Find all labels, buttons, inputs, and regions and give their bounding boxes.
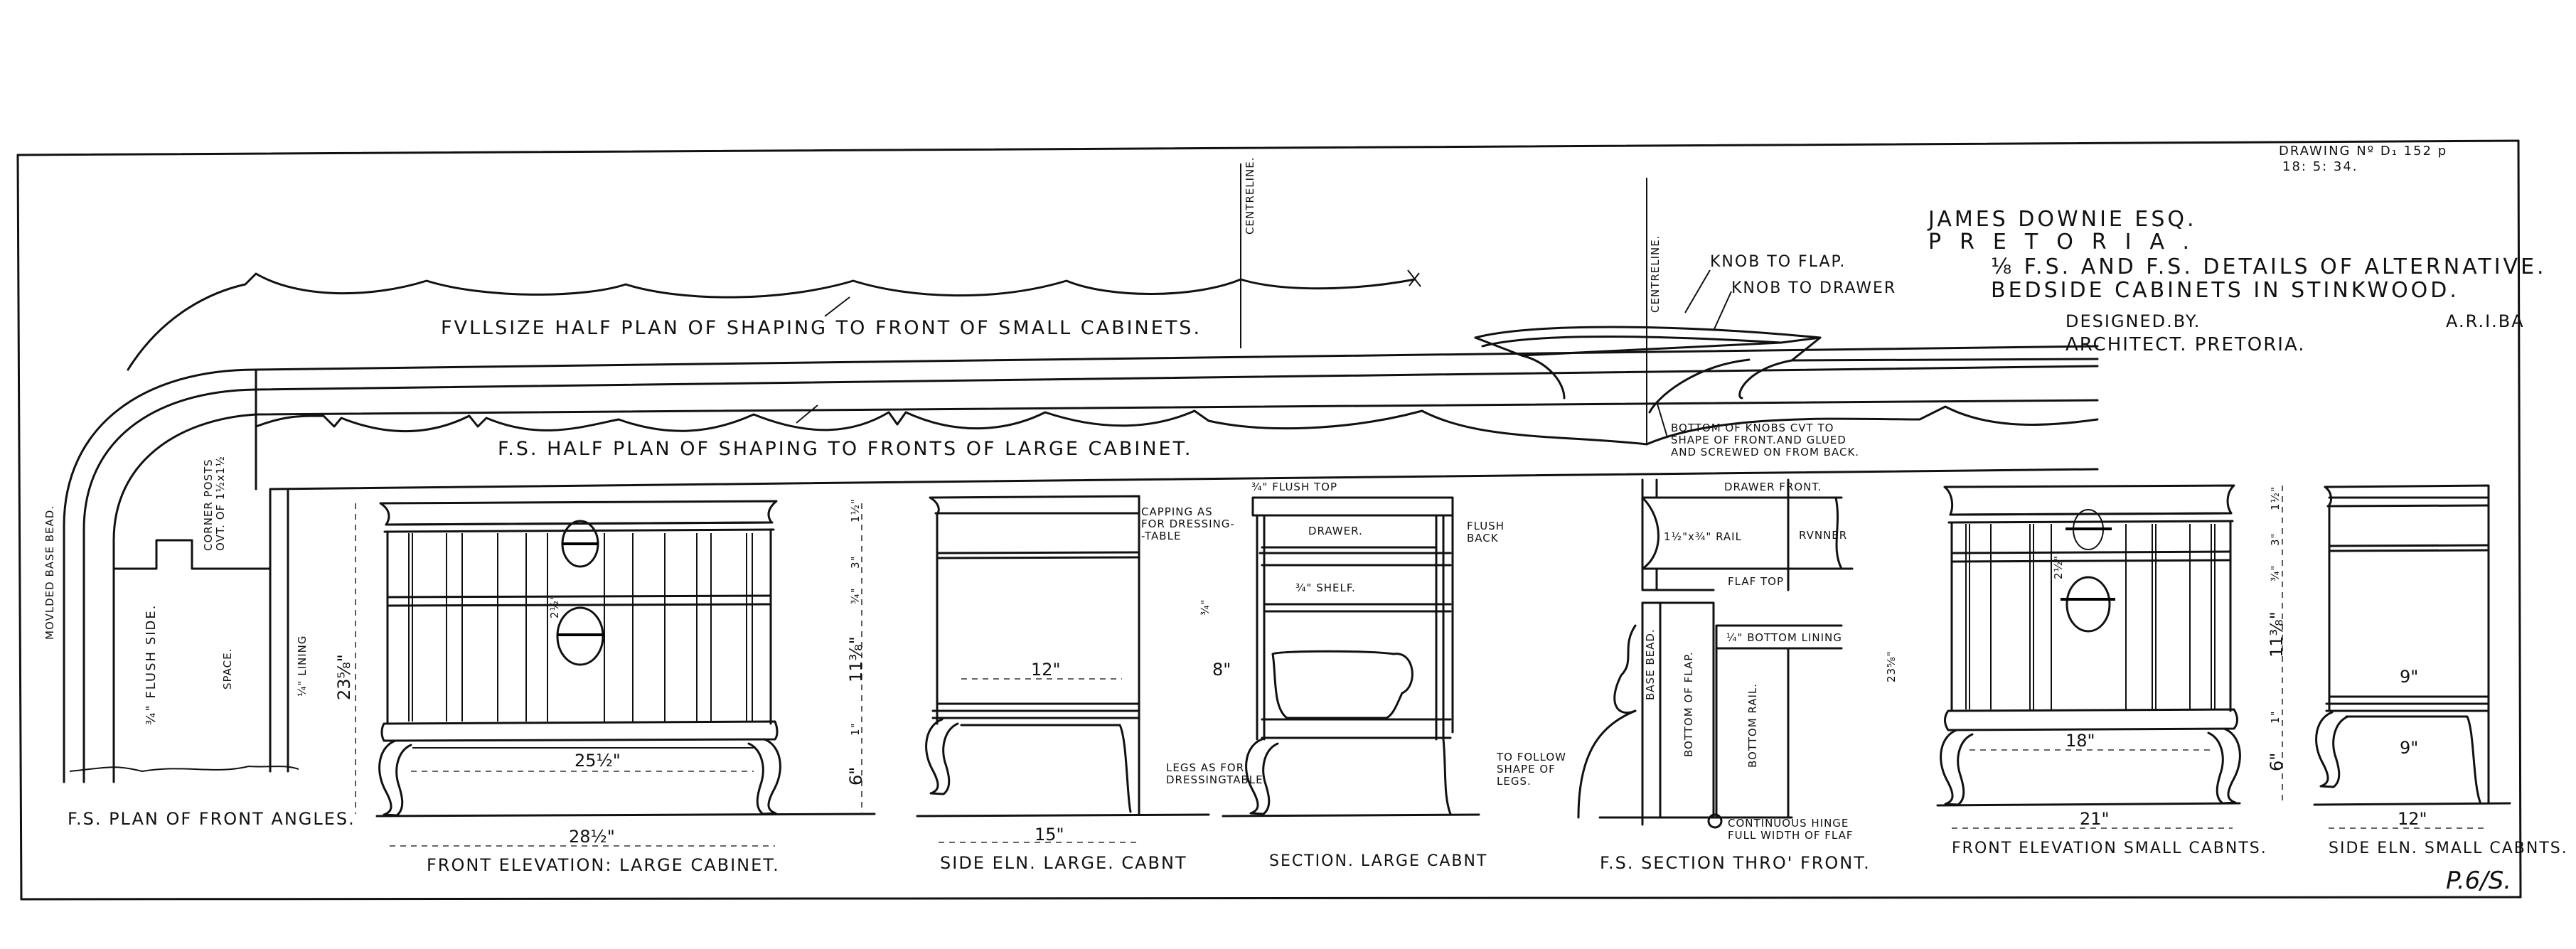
knob-to-drawer-label: KNOB TO DRAWER [1731, 279, 1896, 297]
flush-back-label: BACK [1467, 532, 1499, 545]
flush-side-label: ¾" FLUSH SIDE. [144, 604, 159, 725]
right-dimension: 1" [2269, 711, 2282, 724]
signature: P.6/S. [2446, 867, 2511, 895]
knob-to-flap-label: KNOB TO FLAP. [1710, 253, 1846, 271]
shelf-label: ¾" SHELF. [1295, 581, 1356, 594]
small-cabinet-plan: FVLLSIZE HALF PLAN OF SHAPING TO FRONT O… [127, 269, 1421, 371]
section-through-front: DRAWER FRONT. 1½"x¾" RAIL RVNNER FLAF TO… [1496, 478, 1898, 873]
leg-span-dimension: 9" [2400, 738, 2418, 758]
knob-note-line: AND SCREWED ON FROM BACK. [1671, 446, 1859, 459]
front-angles-label: F.S. PLAN OF FRONT ANGLES. [68, 809, 356, 829]
leg-span-dimension: 25½" [574, 751, 621, 771]
follow-legs-label: LEGS. [1497, 775, 1532, 788]
space-label: SPACE. [221, 648, 234, 690]
right-dimension: 6" [846, 767, 866, 786]
moulded-base-bead-label: MOVLDED BASE BEAD. [43, 505, 56, 640]
right-dimension: 3" [849, 556, 862, 569]
space-dimension: 8" [1212, 660, 1231, 680]
corner-posts-label: CORNER POSTS [202, 459, 215, 551]
capping-label: -TABLE [1141, 530, 1181, 542]
qualification: A.R.I.BA [2446, 311, 2525, 331]
knob-note-line: SHAPE OF FRONT.AND GLUED [1671, 434, 1847, 446]
bottom-of-flap-label: BOTTOM OF FLAP. [1682, 651, 1695, 757]
bottom-lining-label: ¼" BOTTOM LINING [1726, 631, 1842, 644]
section-front-label: F.S. SECTION THRO' FRONT. [1600, 853, 1871, 873]
front-angles-plan: MOVLDED BASE BEAD. CORNER POSTS OVT. OF … [43, 456, 356, 829]
title-line-2: BEDSIDE CABINETS IN STINKWOOD. [1991, 278, 2459, 303]
designed-by: DESIGNED.BY. [2065, 311, 2201, 331]
knob-offset-dimension: 2½" [2052, 555, 2065, 579]
hinge-label: FULL WIDTH OF FLAF [1728, 829, 1854, 842]
overall-width-dimension: 21" [2080, 809, 2110, 829]
client-location: PRETORIA. [1928, 230, 2208, 254]
drawing-number: DRAWING Nº D₁ 152 p [2279, 144, 2447, 159]
base-bead-label: BASE BEAD. [1644, 628, 1657, 700]
section-large-label: SECTION. LARGE CABNT [1269, 852, 1487, 870]
right-dimension: 11⅜" [846, 636, 866, 682]
client-name: JAMES DOWNIE ESQ. [1927, 207, 2197, 232]
right-dimension: 1½" [2269, 486, 2282, 510]
knob-note-line: BOTTOM OF KNOBS CVT TO [1671, 422, 1834, 434]
rail-label: 1½"x¾" RAIL [1664, 530, 1742, 543]
side-large-label: SIDE ELN. LARGE. CABNT [940, 853, 1187, 873]
centreline-label: CENTRELINE. [1244, 157, 1256, 235]
corner-posts-label: OVT. OF 1½x1½ [214, 456, 227, 551]
overall-width-dimension: 12" [2398, 809, 2427, 829]
flap-top-label: FLAF TOP [1728, 575, 1784, 588]
drawing-date: 18: 5: 34. [2282, 159, 2358, 174]
knob-offset-dimension: 2½" [548, 594, 561, 618]
legs-label: LEGS AS FOR [1166, 761, 1244, 774]
centreline-1: CENTRELINE. [1240, 157, 1256, 348]
right-dimension: 1" [849, 723, 862, 736]
front-elevation-large: 23⅝" 25½" 28½" 2½" 1½" 3" ¾" 11⅜" 1" 6" … [334, 498, 876, 875]
large-plan-label: F.S. HALF PLAN OF SHAPING TO FRONTS OF L… [498, 438, 1192, 460]
architect-location: ARCHITECT. PRETORIA. [2065, 334, 2306, 355]
sheet-border [16, 139, 2522, 901]
drawer-label: DRAWER. [1308, 525, 1363, 537]
right-dimension: ¾" [2269, 565, 2282, 581]
centreline-2: CENTRELINE. [1646, 178, 1662, 444]
drawer-front-label: DRAWER FRONT. [1724, 481, 1822, 493]
right-dimension: 6" [2267, 753, 2287, 771]
small-plan-label: FVLLSIZE HALF PLAN OF SHAPING TO FRONT O… [441, 317, 1202, 339]
title-line-1: ⅛ F.S. AND F.S. DETAILS OF ALTERNATIVE. [1991, 254, 2547, 279]
runner-label: RVNNER [1799, 529, 1847, 542]
right-dimension: 11⅜" [2267, 611, 2287, 658]
legs-label: DRESSINGTABLE [1166, 773, 1263, 786]
front-large-label: FRONT ELEVATION: LARGE CABINET. [427, 855, 780, 875]
right-dimension: ¾" [849, 588, 862, 604]
follow-legs-label: TO FOLLOW [1496, 751, 1566, 763]
front-elevation-small: 18" 21" 2½" 1½" 3" ¾" 11⅜" 1" 6" FRONT E… [1936, 484, 2287, 857]
flush-top-label: ¾" FLUSH TOP [1251, 481, 1337, 493]
flush-back-label: FLUSH [1467, 520, 1505, 532]
capping-label: CAPPING AS [1141, 505, 1213, 518]
leg-span-dimension: 18" [2065, 731, 2095, 751]
capping-label: FOR DRESSING- [1141, 518, 1235, 530]
bottom-rail-label: BOTTOM RAIL. [1746, 683, 1759, 768]
front-small-label: FRONT ELEVATION SMALL CABNTS. [1952, 840, 2267, 857]
side-elevation-small: 9" 9" 12" SIDE ELN. SMALL CABNTS. [2313, 484, 2568, 857]
knob-plan: KNOB TO FLAP. KNOB TO DRAWER BOTTOM OF K… [1474, 253, 2099, 459]
shelf-dimension: ¾" [1199, 599, 1212, 616]
overall-width-dimension: 28½" [569, 827, 615, 847]
side-small-label: SIDE ELN. SMALL CABNTS. [2329, 840, 2568, 857]
section-large: ¾" FLUSH TOP CAPPING AS FOR DRESSING- -T… [1141, 481, 1505, 870]
centreline-label: CENTRELINE. [1649, 235, 1662, 313]
hinge-label: CONTINUOUS HINGE [1728, 817, 1849, 830]
height-dimension: 23⅝" [334, 654, 354, 700]
right-dimension: 3" [2269, 533, 2282, 546]
inner-width-dimension: 9" [2400, 667, 2418, 687]
overall-width-dimension: 15" [1035, 825, 1064, 845]
right-dimension: 1½" [849, 498, 862, 522]
lining-label: ¼" LINING [296, 636, 309, 697]
follow-legs-label: SHAPE OF [1497, 763, 1556, 776]
large-cabinet-plan: F.S. HALF PLAN OF SHAPING TO FRONTS OF L… [63, 345, 2099, 783]
inner-width-dimension: 12" [1031, 660, 1061, 680]
title-block: DRAWING Nº D₁ 152 p 18: 5: 34. JAMES DOW… [1927, 144, 2547, 355]
height-dimension: 23⅝" [1885, 650, 1898, 682]
side-elevation-large: 12" 15" SIDE ELN. LARGE. CABNT [916, 495, 1210, 873]
